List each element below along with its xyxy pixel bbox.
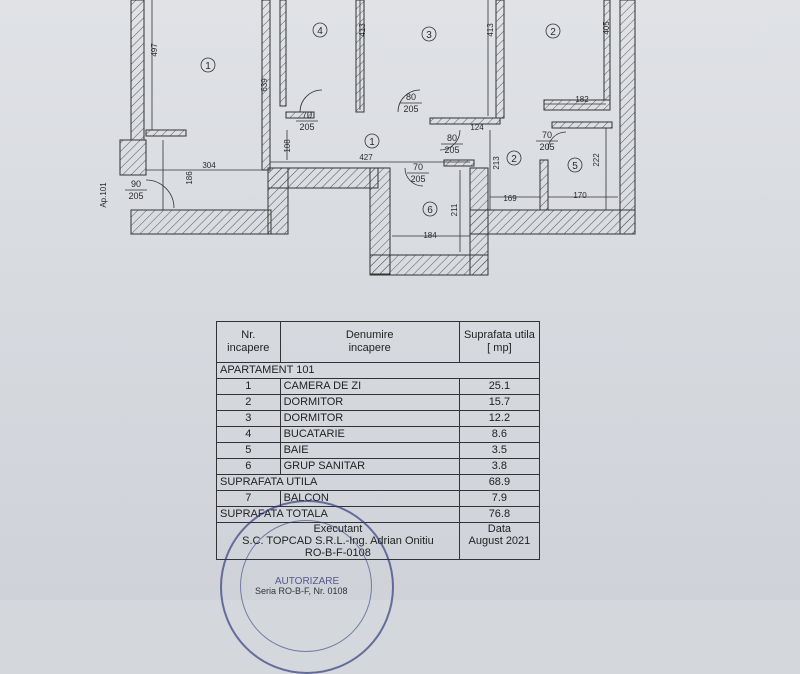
balcon-row: 7 BALCON 7.9: [216, 490, 541, 507]
walls: [119, 0, 636, 276]
dimension-labels: 497 639 413 413 405 182 124 108 304 427 …: [150, 21, 611, 240]
dim-413-b: 413: [486, 23, 495, 37]
executant-label: Executant: [313, 523, 363, 535]
door-70-b: 70: [542, 130, 552, 140]
dim-639: 639: [260, 78, 269, 92]
dim-124: 124: [470, 123, 484, 132]
row-nr: 1: [216, 378, 281, 395]
apartment-row: APARTAMENT 101: [216, 362, 540, 379]
door-90: 90: [131, 179, 141, 189]
apartment-entry-label: Ap.101: [99, 182, 108, 208]
room-number-6: 6: [427, 205, 433, 216]
room-number-2-top: 2: [550, 27, 556, 38]
row-area: 3.5: [458, 442, 541, 459]
door-205-e: 205: [410, 174, 425, 184]
room-number-3: 3: [426, 30, 432, 41]
door-205-d: 205: [539, 142, 554, 152]
dim-184: 184: [423, 231, 437, 240]
table-header-row: Nr. incapere Denumire incapere Suprafata…: [216, 321, 541, 363]
dim-170: 170: [573, 191, 587, 200]
table-row: 4 BUCATARIE 8.6: [216, 426, 541, 443]
row-name: DORMITOR: [279, 394, 460, 411]
header-name: Denumire incapere: [279, 321, 460, 363]
door-labels: 70 205 80 205 80 205 70 205 70 205 90 20…: [99, 92, 558, 208]
row-name: BAIE: [279, 442, 460, 459]
table-row: 1 CAMERA DE ZI 25.1: [216, 378, 541, 395]
dim-304: 304: [202, 161, 216, 170]
stamp-seria: Seria RO-B-F, Nr. 0108: [255, 586, 348, 596]
room-markers: 1 4 3 2 1 2 5 6: [200, 22, 583, 217]
table-row: 6 GRUP SANITAR 3.8: [216, 458, 541, 475]
row-name: DORMITOR: [279, 410, 460, 427]
suprafata-totala-row: SUPRAFATA TOTALA 76.8: [216, 506, 541, 523]
balcon-area: 7.9: [458, 490, 541, 507]
row-nr: 5: [216, 442, 281, 459]
door-80-b: 80: [447, 133, 457, 143]
suprafata-utila-row: SUPRAFATA UTILA 68.9: [216, 474, 541, 491]
dim-405: 405: [602, 21, 611, 35]
balcon-nr: 7: [216, 490, 281, 507]
balcon-name: BALCON: [279, 490, 460, 507]
area-table: Nr. incapere Denumire incapere Suprafata…: [216, 321, 541, 560]
dimension-lines: [146, 0, 618, 252]
header-nr: Nr. incapere: [216, 321, 281, 363]
executant-code: RO-B-F-0108: [304, 547, 371, 559]
header-area: Suprafata utila [ mp]: [458, 321, 541, 363]
row-area: 15.7: [458, 394, 541, 411]
dim-108: 108: [283, 139, 292, 153]
dim-211: 211: [450, 203, 459, 216]
dim-427: 427: [359, 153, 373, 162]
door-80-a: 80: [406, 92, 416, 102]
row-area: 3.8: [458, 458, 541, 475]
row-nr: 2: [216, 394, 281, 411]
suprafata-totala-label: SUPRAFATA TOTALA: [216, 506, 460, 523]
date-cell: Data August 2021: [458, 522, 541, 560]
floor-plan: 1 4 3 2 1 2 5 6 497 639 413 413 405 182 …: [99, 0, 636, 276]
row-name: BUCATARIE: [279, 426, 460, 443]
table-row: 2 DORMITOR 15.7: [216, 394, 541, 411]
row-area: 12.2: [458, 410, 541, 427]
date-label: Data: [487, 523, 512, 535]
table-row: 5 BAIE 3.5: [216, 442, 541, 459]
row-name: CAMERA DE ZI: [279, 378, 460, 395]
room-number-2-small: 2: [511, 154, 517, 165]
room-number-1-hall: 1: [369, 137, 375, 148]
dim-213: 213: [492, 156, 501, 170]
dim-413-a: 413: [358, 23, 367, 37]
row-area: 8.6: [458, 426, 541, 443]
door-205-b: 205: [403, 104, 418, 114]
date-value: August 2021: [468, 535, 531, 547]
table-row: 3 DORMITOR 12.2: [216, 410, 541, 427]
dim-186: 186: [185, 171, 194, 185]
row-area: 25.1: [458, 378, 541, 395]
door-205-a: 205: [299, 122, 314, 132]
room-number-1-living: 1: [205, 61, 211, 72]
row-nr: 4: [216, 426, 281, 443]
executant-row: Executant S.C. TOPCAD S.R.L.-Ing. Adrian…: [216, 522, 541, 560]
dim-169: 169: [503, 194, 517, 203]
apartment-label: APARTAMENT 101: [216, 362, 540, 379]
row-name: GRUP SANITAR: [279, 458, 460, 475]
suprafata-utila-label: SUPRAFATA UTILA: [216, 474, 460, 491]
room-number-4: 4: [317, 26, 323, 37]
dim-497: 497: [150, 43, 159, 57]
dim-182: 182: [575, 95, 589, 104]
door-70-c: 70: [413, 162, 423, 172]
room-number-5: 5: [572, 161, 578, 172]
suprafata-totala-value: 76.8: [458, 506, 541, 523]
executant-cell: Executant S.C. TOPCAD S.R.L.-Ing. Adrian…: [216, 522, 460, 560]
suprafata-utila-value: 68.9: [458, 474, 541, 491]
dim-222: 222: [592, 153, 601, 167]
executant-company: S.C. TOPCAD S.R.L.-Ing. Adrian Onitiu: [242, 535, 434, 547]
row-nr: 3: [216, 410, 281, 427]
door-205-f: 205: [128, 191, 143, 201]
door-70-top: 70: [302, 110, 312, 120]
door-205-c: 205: [444, 145, 459, 155]
row-nr: 6: [216, 458, 281, 475]
